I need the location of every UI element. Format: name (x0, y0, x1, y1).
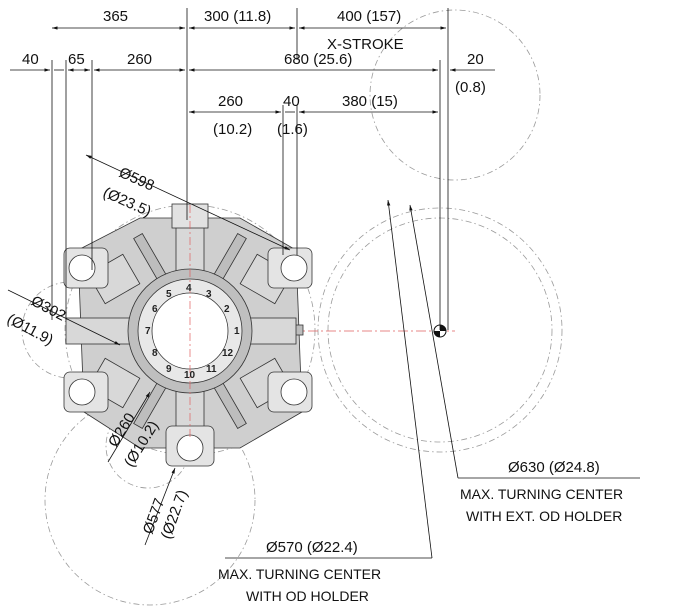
station-3: 3 (206, 289, 212, 300)
ext-od-note-line2: WITH EXT. OD HOLDER (466, 508, 622, 524)
station-4: 4 (186, 283, 192, 294)
dim-260-b: 260 (218, 93, 243, 110)
dim-10-2: (10.2) (213, 121, 252, 138)
dim-260: 260 (127, 51, 152, 68)
dim-1-6: (1.6) (277, 121, 308, 138)
station-7: 7 (145, 326, 151, 337)
dim-300: 300 (11.8) (204, 8, 271, 25)
circle-577 (44, 394, 256, 606)
station-10: 10 (184, 370, 196, 381)
station-5: 5 (166, 289, 172, 300)
station-numbers: 1 2 3 4 5 6 7 8 9 10 11 12 (145, 283, 240, 381)
dim-680: 680 (25.6) (284, 51, 352, 68)
circle-598 (64, 204, 316, 456)
dim-20: 20 (467, 51, 484, 68)
dia-570: Ø570 (Ø22.4) (266, 539, 358, 556)
dimension-lines (7, 26, 640, 559)
station-12: 12 (222, 348, 234, 359)
station-2: 2 (224, 304, 230, 315)
circle-top-right (369, 9, 541, 181)
dim-40-b: 40 (283, 93, 300, 110)
station-6: 6 (152, 304, 158, 315)
dia-630: Ø630 (Ø24.8) (508, 459, 600, 476)
station-11: 11 (206, 364, 217, 375)
dia-302: Ø302 (28, 293, 68, 325)
dim-380: 380 (15) (342, 93, 398, 110)
dim-365: 365 (103, 8, 128, 25)
dim-0-8: (0.8) (455, 79, 486, 96)
tool-block-right (245, 317, 297, 345)
dim-65: 65 (68, 51, 85, 68)
circle-630 (317, 207, 563, 453)
dim-40: 40 (22, 51, 39, 68)
tool-block-left (65, 317, 137, 345)
station-8: 8 (152, 348, 158, 359)
od-note-line2: WITH OD HOLDER (246, 588, 369, 604)
station-1: 1 (234, 326, 240, 337)
station-9: 9 (166, 364, 172, 375)
od-note-line1: MAX. TURNING CENTER (218, 566, 381, 582)
x-stroke-label: X-STROKE (327, 36, 404, 53)
bore-holders (63, 247, 313, 467)
ext-od-note-line1: MAX. TURNING CENTER (460, 486, 623, 502)
dim-400: 400 (157) (337, 8, 401, 25)
